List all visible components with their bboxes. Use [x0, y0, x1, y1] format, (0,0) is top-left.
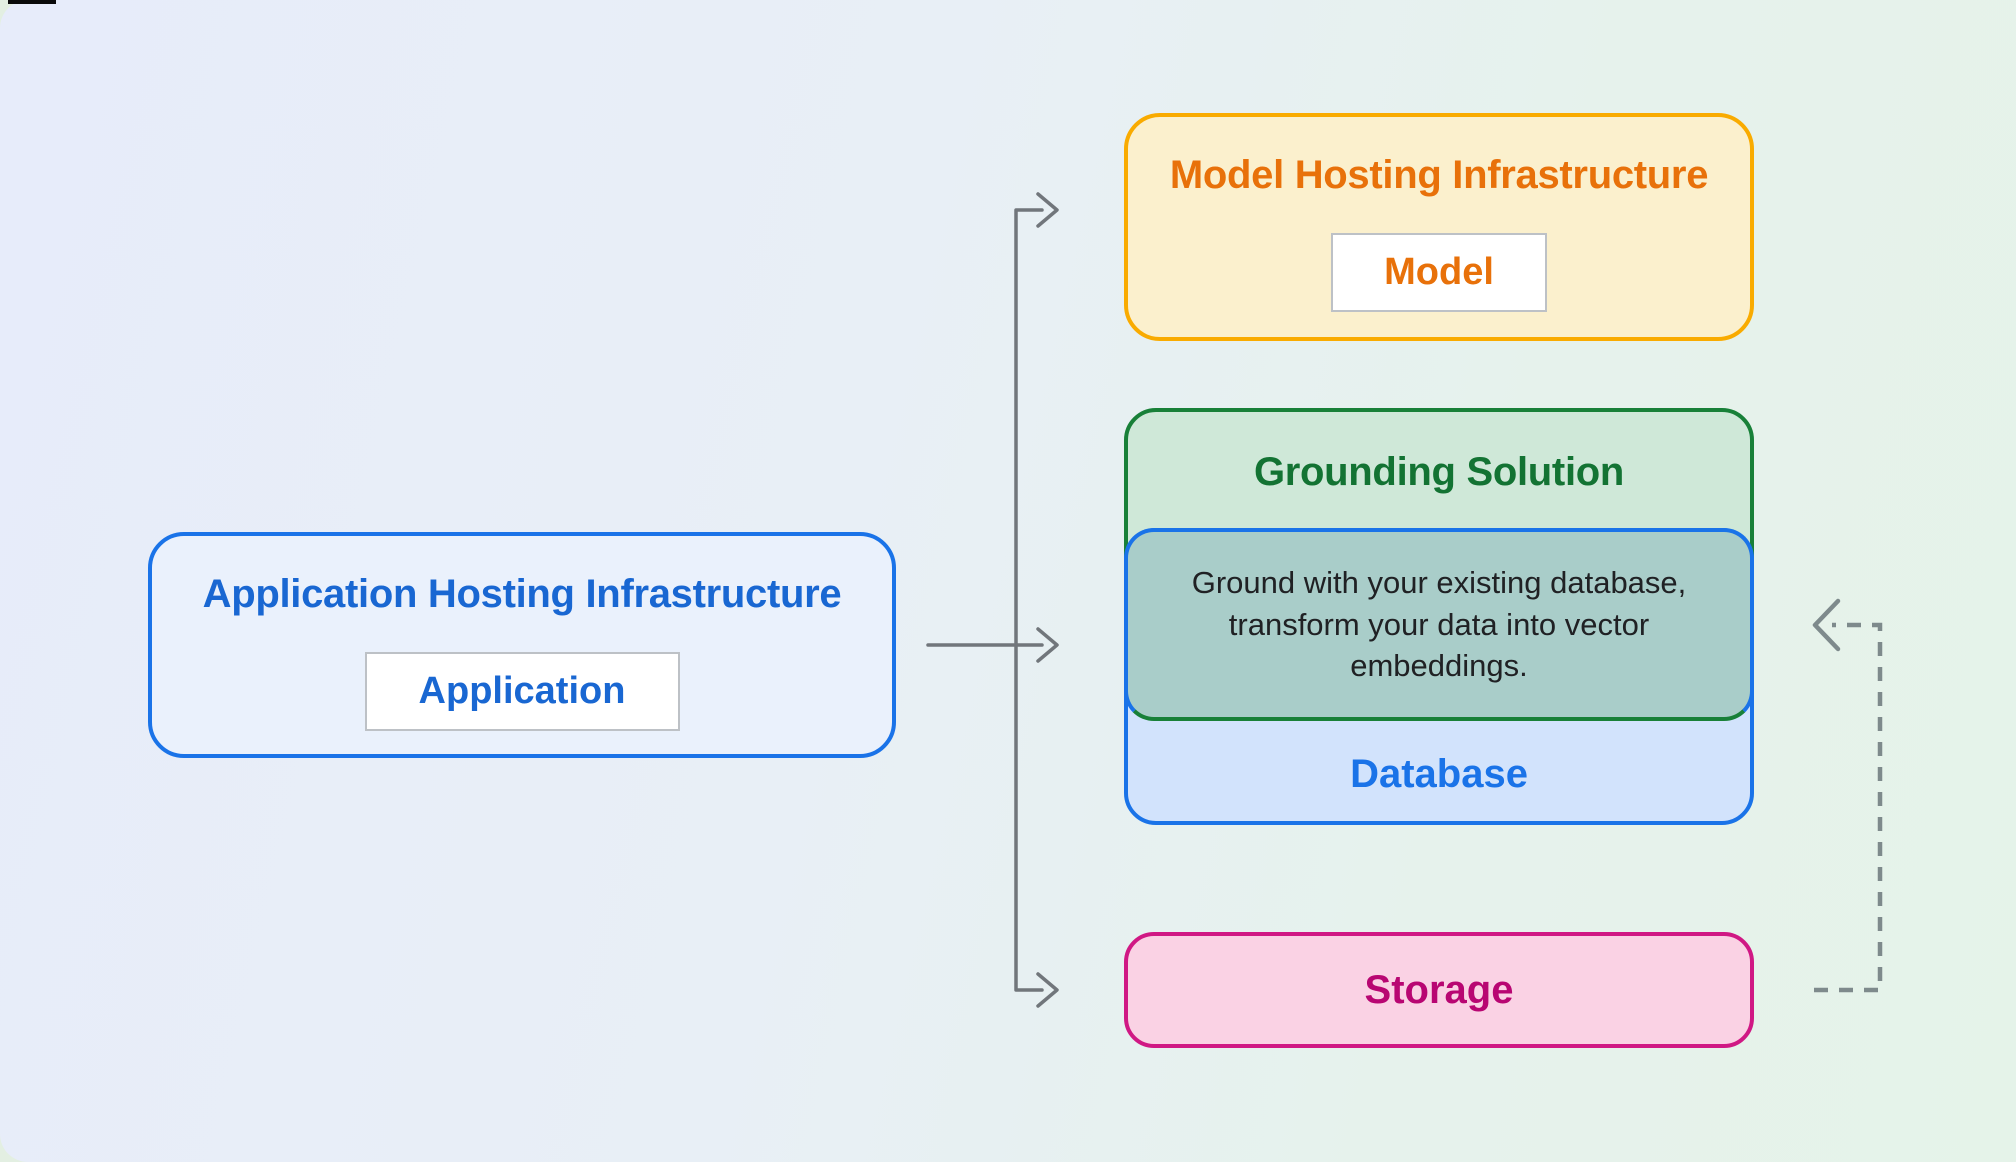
- application-hosting-box: Application Hosting Infrastructure Appli…: [148, 532, 896, 758]
- grounding-description-box: Ground with your existing database, tran…: [1124, 528, 1754, 721]
- application-chip-label: Application: [418, 670, 626, 712]
- model-chip-label: Model: [1384, 251, 1494, 293]
- application-hosting-title: Application Hosting Infrastructure: [202, 572, 842, 616]
- model-hosting-box: Model Hosting Infrastructure Model: [1124, 113, 1754, 341]
- storage-box: Storage: [1124, 932, 1754, 1048]
- grounding-description-text: Ground with your existing database, tran…: [1191, 564, 1687, 684]
- model-hosting-title: Model Hosting Infrastructure: [1169, 153, 1709, 197]
- screen-corner-artifact: [8, 0, 56, 4]
- storage-label: Storage: [1364, 967, 1514, 1012]
- application-chip: Application: [364, 652, 680, 731]
- model-chip: Model: [1331, 233, 1547, 312]
- grounding-solution-title: Grounding Solution: [1253, 450, 1625, 494]
- database-label: Database: [1350, 752, 1528, 796]
